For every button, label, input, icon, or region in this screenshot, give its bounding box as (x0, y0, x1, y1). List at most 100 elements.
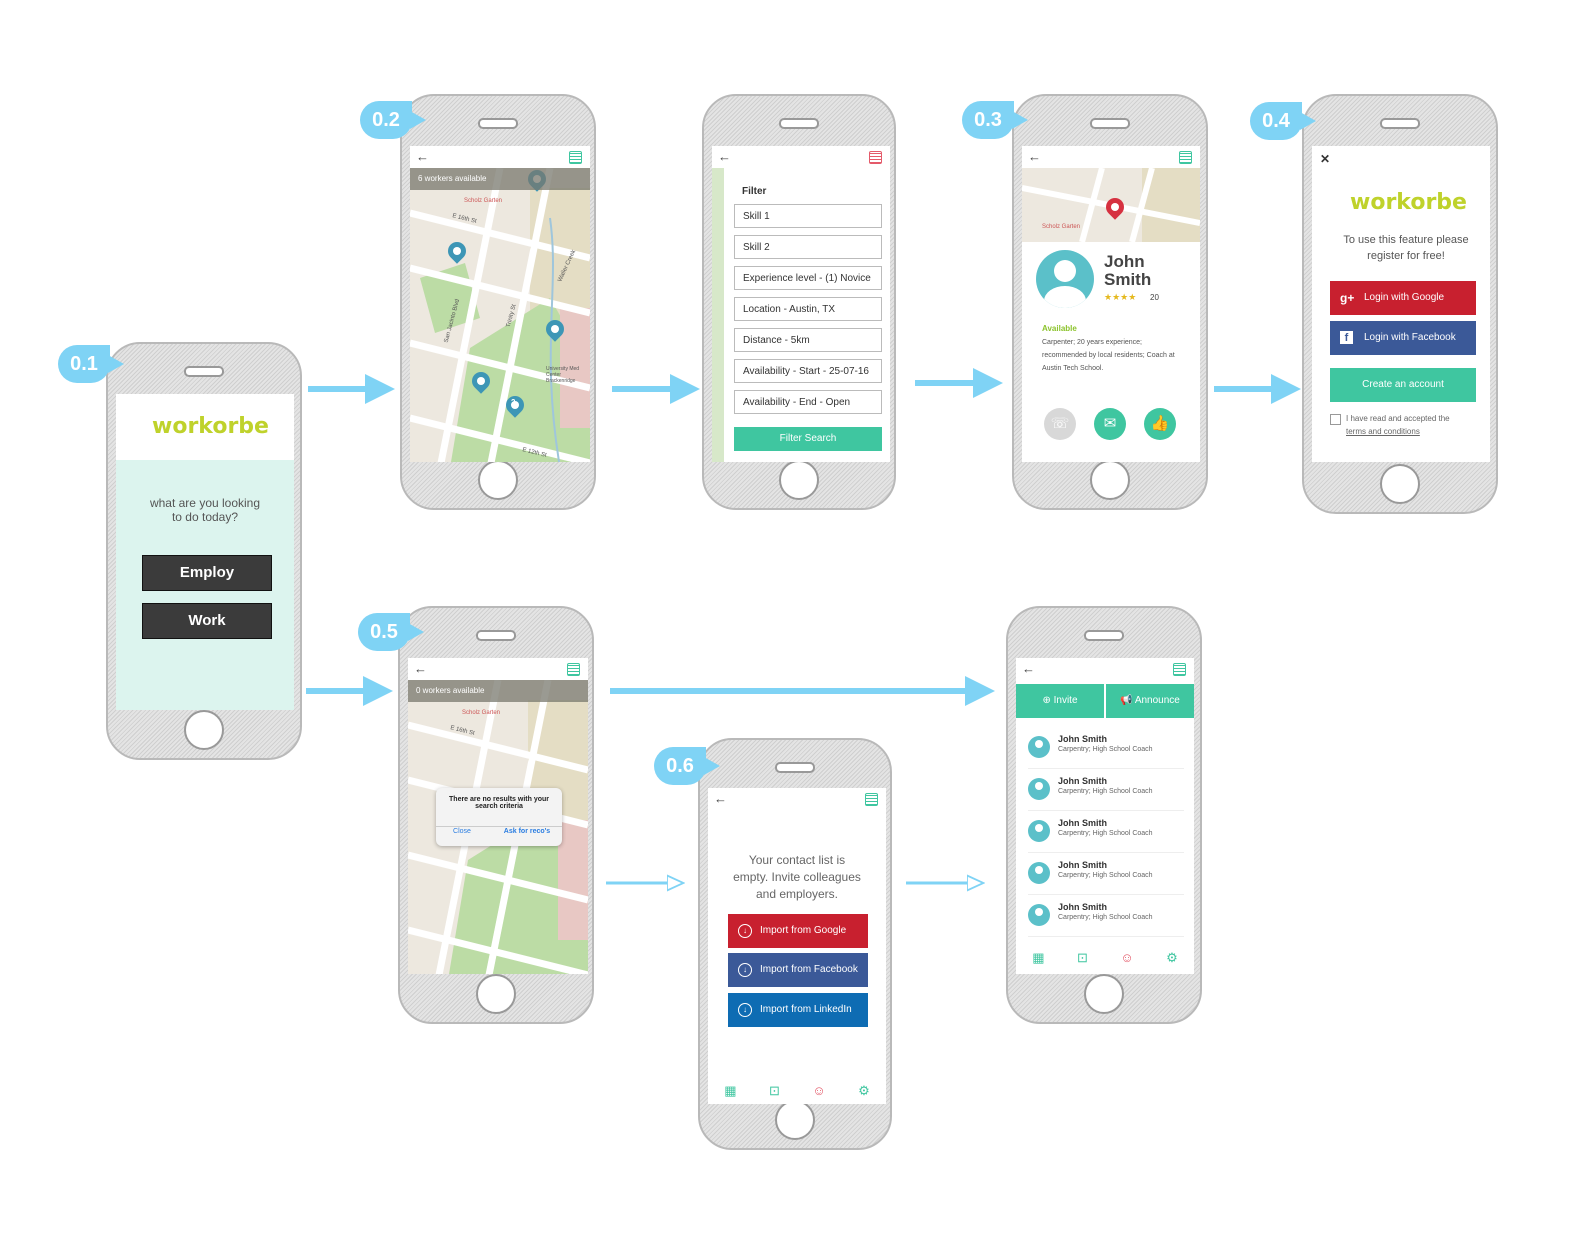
board-tab-icon[interactable]: ⊡ (1076, 950, 1088, 965)
contact-avatar (1028, 862, 1050, 884)
import-linkedin-button[interactable]: ↓ Import from LinkedIn (728, 993, 868, 1027)
home-button[interactable] (779, 460, 819, 500)
place-label: University Med Center Brackenridge (546, 366, 580, 384)
filter-field[interactable]: Distance - 5km (734, 328, 882, 352)
no-results-alert: There are no results with your search cr… (436, 788, 562, 846)
contact-avatar (1028, 778, 1050, 800)
phone-0-1: workorbe what are you looking to do toda… (106, 342, 302, 760)
contact-avatar (1028, 904, 1050, 926)
alert-ask-button[interactable]: Ask for reco's (503, 828, 551, 835)
contact-name: John Smith (1058, 818, 1107, 828)
speaker (1090, 118, 1130, 129)
home-button[interactable] (775, 1100, 815, 1140)
user-silhouette-icon (1044, 286, 1086, 308)
call-button[interactable]: ☏ (1044, 408, 1076, 440)
profile-bio: Carpenter; 20 years experience; recommen… (1042, 339, 1175, 372)
home-button[interactable] (1090, 460, 1130, 500)
calendar-icon[interactable] (1179, 151, 1192, 164)
workorbe-logo: workorbe (1350, 190, 1467, 215)
back-arrow-icon[interactable]: ← (1022, 661, 1035, 676)
import-google-label: Import from Google (760, 925, 847, 936)
filter-calendar-icon[interactable] (869, 151, 882, 164)
contact-description: Carpentry; High School Coach (1058, 872, 1153, 879)
settings-tab-icon[interactable]: ⚙ (1166, 950, 1178, 965)
contact-avatar (1028, 736, 1050, 758)
back-arrow-icon[interactable]: ← (1028, 149, 1041, 164)
calendar-icon[interactable] (1173, 663, 1186, 676)
speaker (184, 366, 224, 377)
contact-name: John Smith (1058, 734, 1107, 744)
like-button[interactable]: 👍 (1144, 408, 1176, 440)
employ-button[interactable]: Employ (142, 555, 272, 591)
work-button[interactable]: Work (142, 603, 272, 639)
contacts-tab-icon[interactable]: ☺ (812, 1083, 826, 1098)
filter-field[interactable]: Experience level - (1) Novice (734, 266, 882, 290)
login-facebook-button[interactable]: f Login with Facebook (1330, 321, 1476, 355)
settings-tab-icon[interactable]: ⚙ (858, 1083, 870, 1098)
availability-status: Available (1042, 324, 1077, 333)
home-button[interactable] (476, 974, 516, 1014)
calendar-tab-icon[interactable]: ▦ (1032, 950, 1045, 965)
home-button[interactable] (1084, 974, 1124, 1014)
filter-field[interactable]: Availability - End - Open (734, 390, 882, 414)
profile-map[interactable]: Scholz Garten (1022, 168, 1200, 242)
back-arrow-icon[interactable]: ← (414, 661, 427, 676)
home-button[interactable] (184, 710, 224, 750)
facebook-icon: f (1340, 331, 1353, 344)
alert-message: There are no results with your search cr… (449, 796, 549, 810)
calendar-tab-icon[interactable]: ▦ (724, 1083, 737, 1098)
back-arrow-icon[interactable]: ← (416, 149, 429, 164)
invite-tab[interactable]: ⊕ Invite (1016, 684, 1104, 718)
terms-text: I have read and accepted the (1346, 414, 1450, 423)
screen-filter: ← Filter Skill 1 Skill 2 Experience level … (712, 146, 890, 462)
phone-0-5: ← Scholz Garten E 16th St 0 workers a (398, 606, 594, 1024)
map-view[interactable]: Scholz Garten E 16th St San Jacinto Blvd… (410, 168, 590, 462)
back-arrow-icon[interactable]: ← (718, 149, 731, 164)
step-badge-0-4: 0.4 (1250, 102, 1316, 140)
calendar-icon[interactable] (865, 793, 878, 806)
workorbe-logo: workorbe (152, 414, 269, 439)
filter-search-button[interactable]: Filter Search (734, 427, 882, 451)
contacts-tab-icon[interactable]: ☺ (1120, 950, 1134, 965)
close-icon[interactable]: ✕ (1320, 152, 1331, 166)
screen-register: ✕ workorbe To use this feature please re… (1312, 146, 1490, 462)
megaphone-icon: 📢 (1120, 695, 1135, 706)
terms-checkbox[interactable] (1330, 414, 1341, 425)
create-account-button[interactable]: Create an account (1330, 368, 1476, 402)
filter-field[interactable]: Skill 1 (734, 204, 882, 228)
home-button[interactable] (478, 460, 518, 500)
poi-label: Scholz Garten (1042, 224, 1081, 230)
question-text: what are you looking to do today? (149, 496, 261, 524)
step-badge-0-6: 0.6 (654, 747, 720, 785)
import-google-button[interactable]: ↓ Import from Google (728, 914, 868, 948)
map-background-strip (712, 168, 724, 462)
alert-close-button[interactable]: Close (453, 828, 471, 835)
register-message: To use this feature please register for … (1343, 234, 1469, 262)
phone-0-6: ← Your contact list is empty. Invite col… (698, 738, 892, 1150)
filter-field[interactable]: Availability - Start - 25-07-16 (734, 359, 882, 383)
step-badge-0-5: 0.5 (358, 613, 424, 651)
poi-label: Scholz Garten (464, 198, 503, 204)
back-arrow-icon[interactable]: ← (714, 791, 727, 806)
announce-tab[interactable]: 📢 Announce (1106, 684, 1194, 718)
calendar-icon[interactable] (567, 663, 580, 676)
home-button[interactable] (1380, 464, 1420, 504)
filter-field[interactable]: Skill 2 (734, 235, 882, 259)
board-tab-icon[interactable]: ⊡ (768, 1083, 780, 1098)
login-google-button[interactable]: g+ Login with Google (1330, 281, 1476, 315)
message-button[interactable]: ✉ (1094, 408, 1126, 440)
filter-title: Filter (742, 186, 767, 197)
contact-description: Carpentry; High School Coach (1058, 830, 1153, 837)
contact-description: Carpentry; High School Coach (1058, 746, 1153, 753)
import-facebook-button[interactable]: ↓ Import from Facebook (728, 953, 868, 987)
terms-link[interactable]: terms and conditions (1346, 427, 1420, 436)
filter-field[interactable]: Location - Austin, TX (734, 297, 882, 321)
calendar-icon[interactable] (569, 151, 582, 164)
top-bar: ← (1016, 658, 1194, 680)
top-bar: ← (708, 788, 886, 810)
